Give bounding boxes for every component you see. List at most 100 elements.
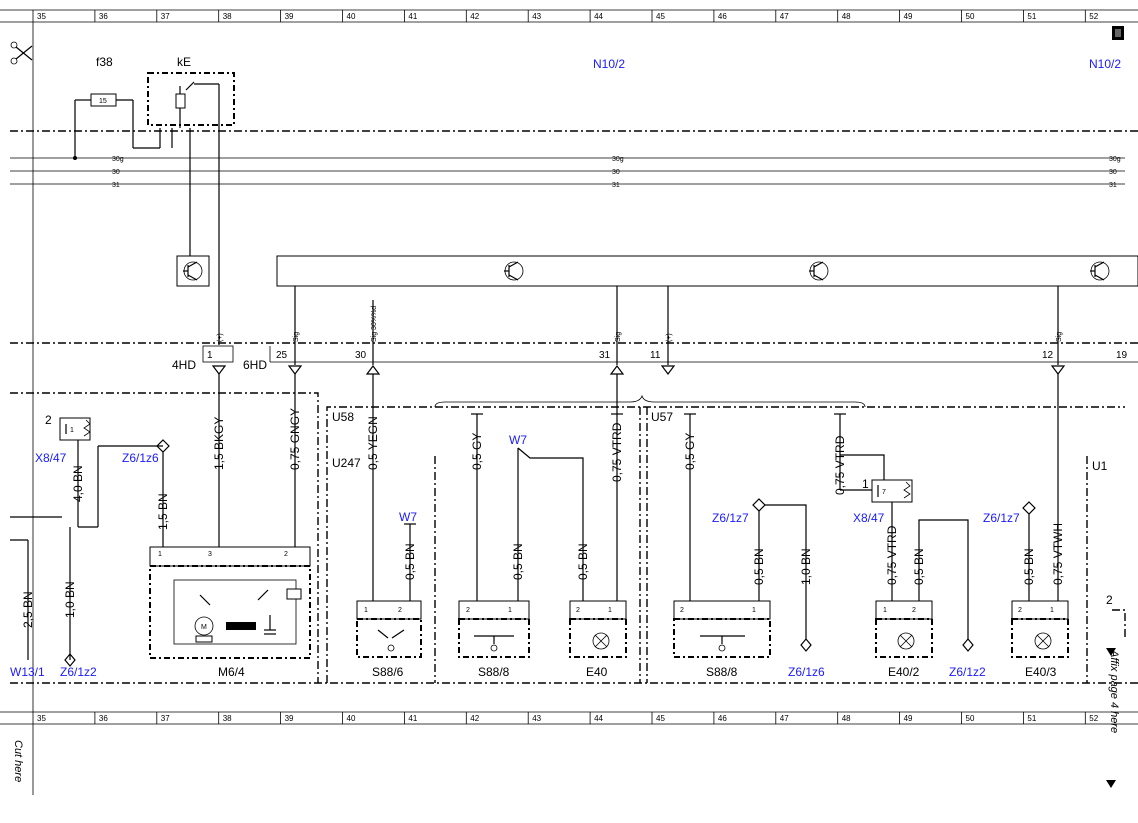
component-label-s88-8: S88/8 bbox=[706, 665, 738, 679]
grid-number: 47 bbox=[780, 714, 789, 723]
section-boundaries bbox=[10, 392, 1125, 683]
wire-1-5-bn: 1,5 BN bbox=[156, 493, 170, 530]
bus-30g: 30g bbox=[112, 156, 124, 163]
grid-number: 46 bbox=[718, 12, 727, 21]
relay-label: kE bbox=[177, 55, 191, 69]
component-label-e40: E40 bbox=[586, 665, 608, 679]
grid-number: 37 bbox=[161, 12, 170, 21]
ref-w13-1: W13/1 bbox=[10, 665, 45, 679]
component-e40-3 bbox=[1011, 374, 1069, 658]
grid-number: 45 bbox=[656, 12, 665, 21]
component-label-s88-8: S88/8 bbox=[478, 665, 510, 679]
connector-pin-30: 30 bbox=[355, 350, 367, 361]
grid-number: 52 bbox=[1089, 714, 1098, 723]
ref-z6-1z7: Z6/1z7 bbox=[983, 511, 1020, 525]
connector-pin-25: 25 bbox=[276, 350, 288, 361]
wire-0-5-bn: 0,5 BN bbox=[752, 548, 766, 585]
grid-number: 42 bbox=[470, 12, 479, 21]
pin-label: 7 bbox=[882, 489, 886, 496]
wire-0-5-bn: 0,5 BN bbox=[912, 548, 926, 585]
ground-point-icon bbox=[1022, 501, 1036, 515]
connector-pin-31: 31 bbox=[599, 350, 611, 361]
component-label-s88-6: S88/6 bbox=[372, 665, 404, 679]
grid-number: 42 bbox=[470, 714, 479, 723]
signal-plus-11: (+) bbox=[666, 333, 673, 342]
signal-sig-25: Sig bbox=[293, 332, 300, 342]
bus-30-mid: 30 bbox=[612, 169, 620, 176]
pin-label: 2 bbox=[576, 607, 580, 614]
arrow-down-icon bbox=[1106, 648, 1116, 656]
pin-label: 2 bbox=[1106, 593, 1113, 607]
connector-x8-47-right bbox=[834, 413, 913, 608]
frame bbox=[0, 9, 1138, 795]
grid-number: 48 bbox=[842, 714, 851, 723]
connector-row bbox=[202, 345, 1138, 363]
wire-0-75-gngy: 0,75 GNGY bbox=[288, 408, 302, 470]
wire-4-0-bn: 4,0 BN bbox=[71, 465, 85, 502]
page-corner-icon bbox=[1112, 26, 1124, 40]
grid-number: 51 bbox=[1027, 12, 1036, 21]
signal-sig-31: Sig bbox=[615, 332, 622, 342]
wire-0-75-vtrd: 0,75 VTRD bbox=[885, 525, 899, 585]
bus-30g-mid: 30g bbox=[612, 156, 624, 163]
component-s88-8-b bbox=[673, 413, 812, 658]
wire-0-5-yegn: 0,5 YEGN bbox=[366, 416, 380, 470]
group-u57: U57 bbox=[651, 410, 673, 424]
wire-0-75-vtrd: 0,75 VTRD bbox=[610, 422, 624, 482]
connector-pin-12: 12 bbox=[1042, 350, 1054, 361]
ref-w7: W7 bbox=[509, 433, 527, 447]
ref-z6-1z7: Z6/1z7 bbox=[712, 511, 749, 525]
wire-0-5-bn: 0,5 BN bbox=[511, 543, 525, 580]
bus-lines: 30g 30 31 30g 30 31 30g 30 31 bbox=[10, 156, 1125, 189]
grid-number: 39 bbox=[285, 12, 294, 21]
bus-31-right: 31 bbox=[1109, 182, 1117, 189]
left-wires bbox=[10, 452, 164, 667]
grid-number: 38 bbox=[223, 12, 232, 21]
grid-number: 41 bbox=[408, 12, 417, 21]
grid-number: 40 bbox=[347, 12, 356, 21]
transistor-icon bbox=[176, 255, 210, 287]
grid-number: 50 bbox=[966, 714, 975, 723]
grid-number: 43 bbox=[532, 714, 541, 723]
wire-1-0-bn: 1,0 BN bbox=[63, 581, 77, 618]
pin-label: 1 bbox=[364, 607, 368, 614]
bus-31-mid: 31 bbox=[612, 182, 620, 189]
connector-x8-47-left bbox=[59, 417, 163, 528]
motor-label: M bbox=[201, 624, 207, 631]
module-label-right: N10/2 bbox=[1089, 57, 1121, 71]
component-label-m6-4: M6/4 bbox=[218, 665, 245, 679]
grid-number: 36 bbox=[99, 12, 108, 21]
pin-label: 2 bbox=[1018, 607, 1022, 614]
pin-label: 2 bbox=[466, 607, 470, 614]
grid-number: 43 bbox=[532, 12, 541, 21]
pin-label: 1 bbox=[862, 477, 869, 491]
signal-sig-30: Sig 30%%d bbox=[371, 306, 378, 342]
edge-box bbox=[1112, 609, 1126, 640]
component-label-e40-3: E40/3 bbox=[1025, 665, 1057, 679]
pin-label: 1 bbox=[608, 607, 612, 614]
module-label-left: N10/2 bbox=[593, 57, 625, 71]
scissors-icon bbox=[10, 41, 33, 65]
pin-label: 2 bbox=[680, 607, 684, 614]
connector-4hd: 4HD bbox=[172, 358, 196, 372]
pin-label: 1 bbox=[70, 427, 74, 434]
grid-number: 46 bbox=[718, 714, 727, 723]
bus-30: 30 bbox=[112, 169, 120, 176]
lamp-icon bbox=[897, 632, 915, 650]
grid-number: 52 bbox=[1089, 12, 1098, 21]
arrow-down-icon bbox=[1106, 780, 1116, 788]
ground-point-icon bbox=[752, 498, 766, 512]
connector-pin-1: 1 bbox=[207, 350, 213, 361]
component-m6-4 bbox=[149, 374, 311, 659]
grid-number: 49 bbox=[904, 714, 913, 723]
lamp-icon bbox=[1034, 632, 1052, 650]
wire-0-5-gy: 0,5 GY bbox=[683, 433, 697, 470]
group-u58: U58 bbox=[332, 410, 354, 424]
wire-1-5-bkgy: 1,5 BKGY bbox=[212, 417, 226, 470]
relay-ke bbox=[147, 72, 235, 345]
grid-number: 35 bbox=[37, 714, 46, 723]
group-u247: U247 bbox=[332, 456, 361, 470]
